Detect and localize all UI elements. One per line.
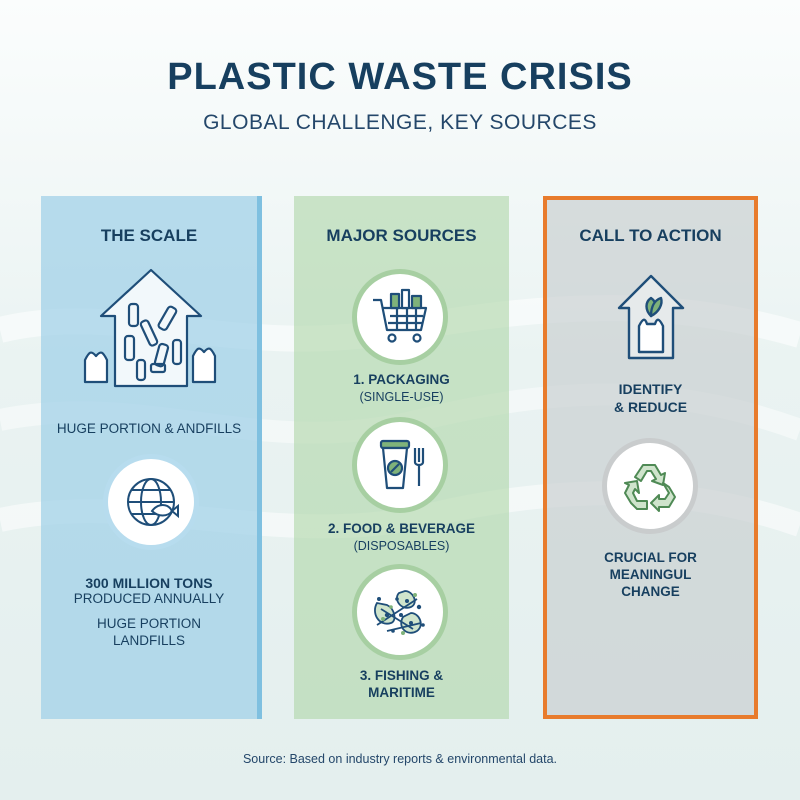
action-1-line1: IDENTIFY bbox=[618, 381, 683, 397]
scale-caption-2-line1: HUGE PORTION bbox=[96, 616, 201, 631]
scale-caption-2-line2: LANDFILLS bbox=[112, 633, 186, 648]
recycle-icon-circle bbox=[602, 438, 698, 534]
food-icon-circle bbox=[352, 417, 448, 513]
action-2-line1: CRUCIAL FOR bbox=[604, 550, 697, 565]
scale-stat-text: PRODUCED ANNUALLY bbox=[73, 591, 225, 606]
packaging-icon-circle bbox=[352, 269, 448, 365]
house-with-bag-icon bbox=[617, 274, 685, 360]
action-2-line2: MEANINGUL bbox=[609, 567, 692, 582]
coffee-cup-fork-icon bbox=[379, 439, 425, 490]
source-note: Source: Based on industry reports & envi… bbox=[242, 752, 558, 766]
scale-stat-bold: 300 MILLION TONS bbox=[85, 575, 213, 591]
source-3-title-line2: MARITIME bbox=[368, 685, 435, 700]
source-3-title-line1: 3. FISHING & bbox=[359, 668, 444, 683]
action-1-line2: & REDUCE bbox=[613, 399, 688, 415]
scale-caption-1: HUGE PORTION & ANDFILLS bbox=[56, 421, 242, 436]
sources-panel: MAJOR SOURCES 1. PACKAGING (SINGLE-USE) bbox=[294, 196, 509, 719]
microplastics-icon bbox=[374, 590, 425, 635]
shopping-cart-icon bbox=[373, 288, 428, 343]
scale-title: THE SCALE bbox=[100, 226, 198, 245]
page-title: PLASTIC WASTE CRISIS bbox=[167, 56, 633, 98]
house-with-plastic-bottles-icon bbox=[83, 268, 217, 388]
sources-title: MAJOR SOURCES bbox=[326, 226, 477, 245]
globe-with-fish-icon bbox=[127, 478, 179, 526]
scale-panel: THE SCALE HUGE PORTION & ANDFILLS bbox=[41, 196, 262, 719]
source-1-subtitle: (SINGLE-USE) bbox=[359, 390, 444, 404]
fishing-icon-circle bbox=[352, 564, 448, 660]
source-1-title: 1. PACKAGING bbox=[353, 372, 450, 387]
source-2-title: 2. FOOD & BEVERAGE bbox=[327, 521, 476, 536]
action-title: CALL TO ACTION bbox=[579, 226, 722, 245]
source-2-subtitle: (DISPOSABLES) bbox=[353, 539, 450, 553]
action-panel: CALL TO ACTION IDENTIFY & REDUCE CRUCIAL… bbox=[543, 196, 758, 719]
recycle-icon bbox=[624, 464, 676, 512]
action-2-line3: CHANGE bbox=[621, 584, 680, 599]
page-subtitle: GLOBAL CHALLENGE, KEY SOURCES bbox=[203, 111, 597, 134]
globe-icon-circle bbox=[103, 454, 199, 550]
